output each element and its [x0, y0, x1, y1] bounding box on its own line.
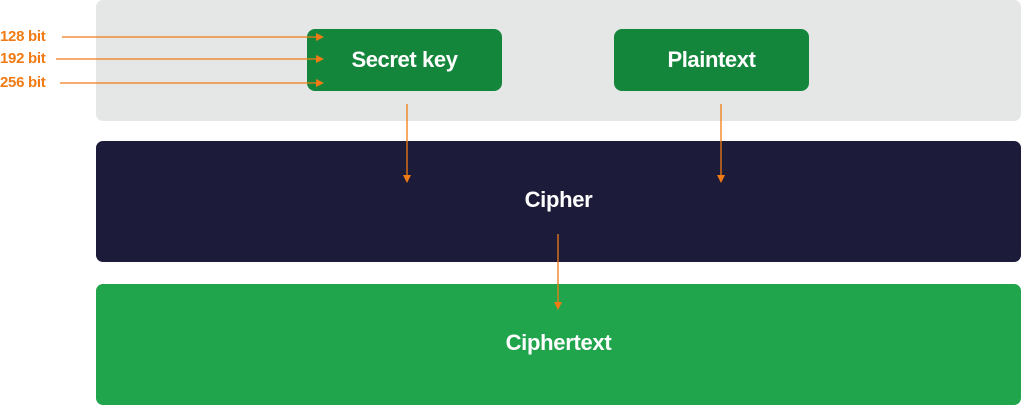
cipher-band: Cipher	[96, 141, 1021, 262]
key-size-192-label: 192 bit	[0, 50, 46, 67]
key-size-128-label: 128 bit	[0, 28, 46, 45]
secret-key-box: Secret key	[307, 29, 502, 91]
secret-key-label: Secret key	[351, 47, 458, 72]
ciphertext-band: Ciphertext	[96, 284, 1021, 405]
input-band	[96, 0, 1021, 121]
cipher-label: Cipher	[524, 187, 593, 212]
plaintext-box: Plaintext	[614, 29, 809, 91]
ciphertext-label: Ciphertext	[505, 330, 612, 355]
plaintext-label: Plaintext	[667, 47, 756, 72]
key-size-256-label: 256 bit	[0, 74, 46, 91]
